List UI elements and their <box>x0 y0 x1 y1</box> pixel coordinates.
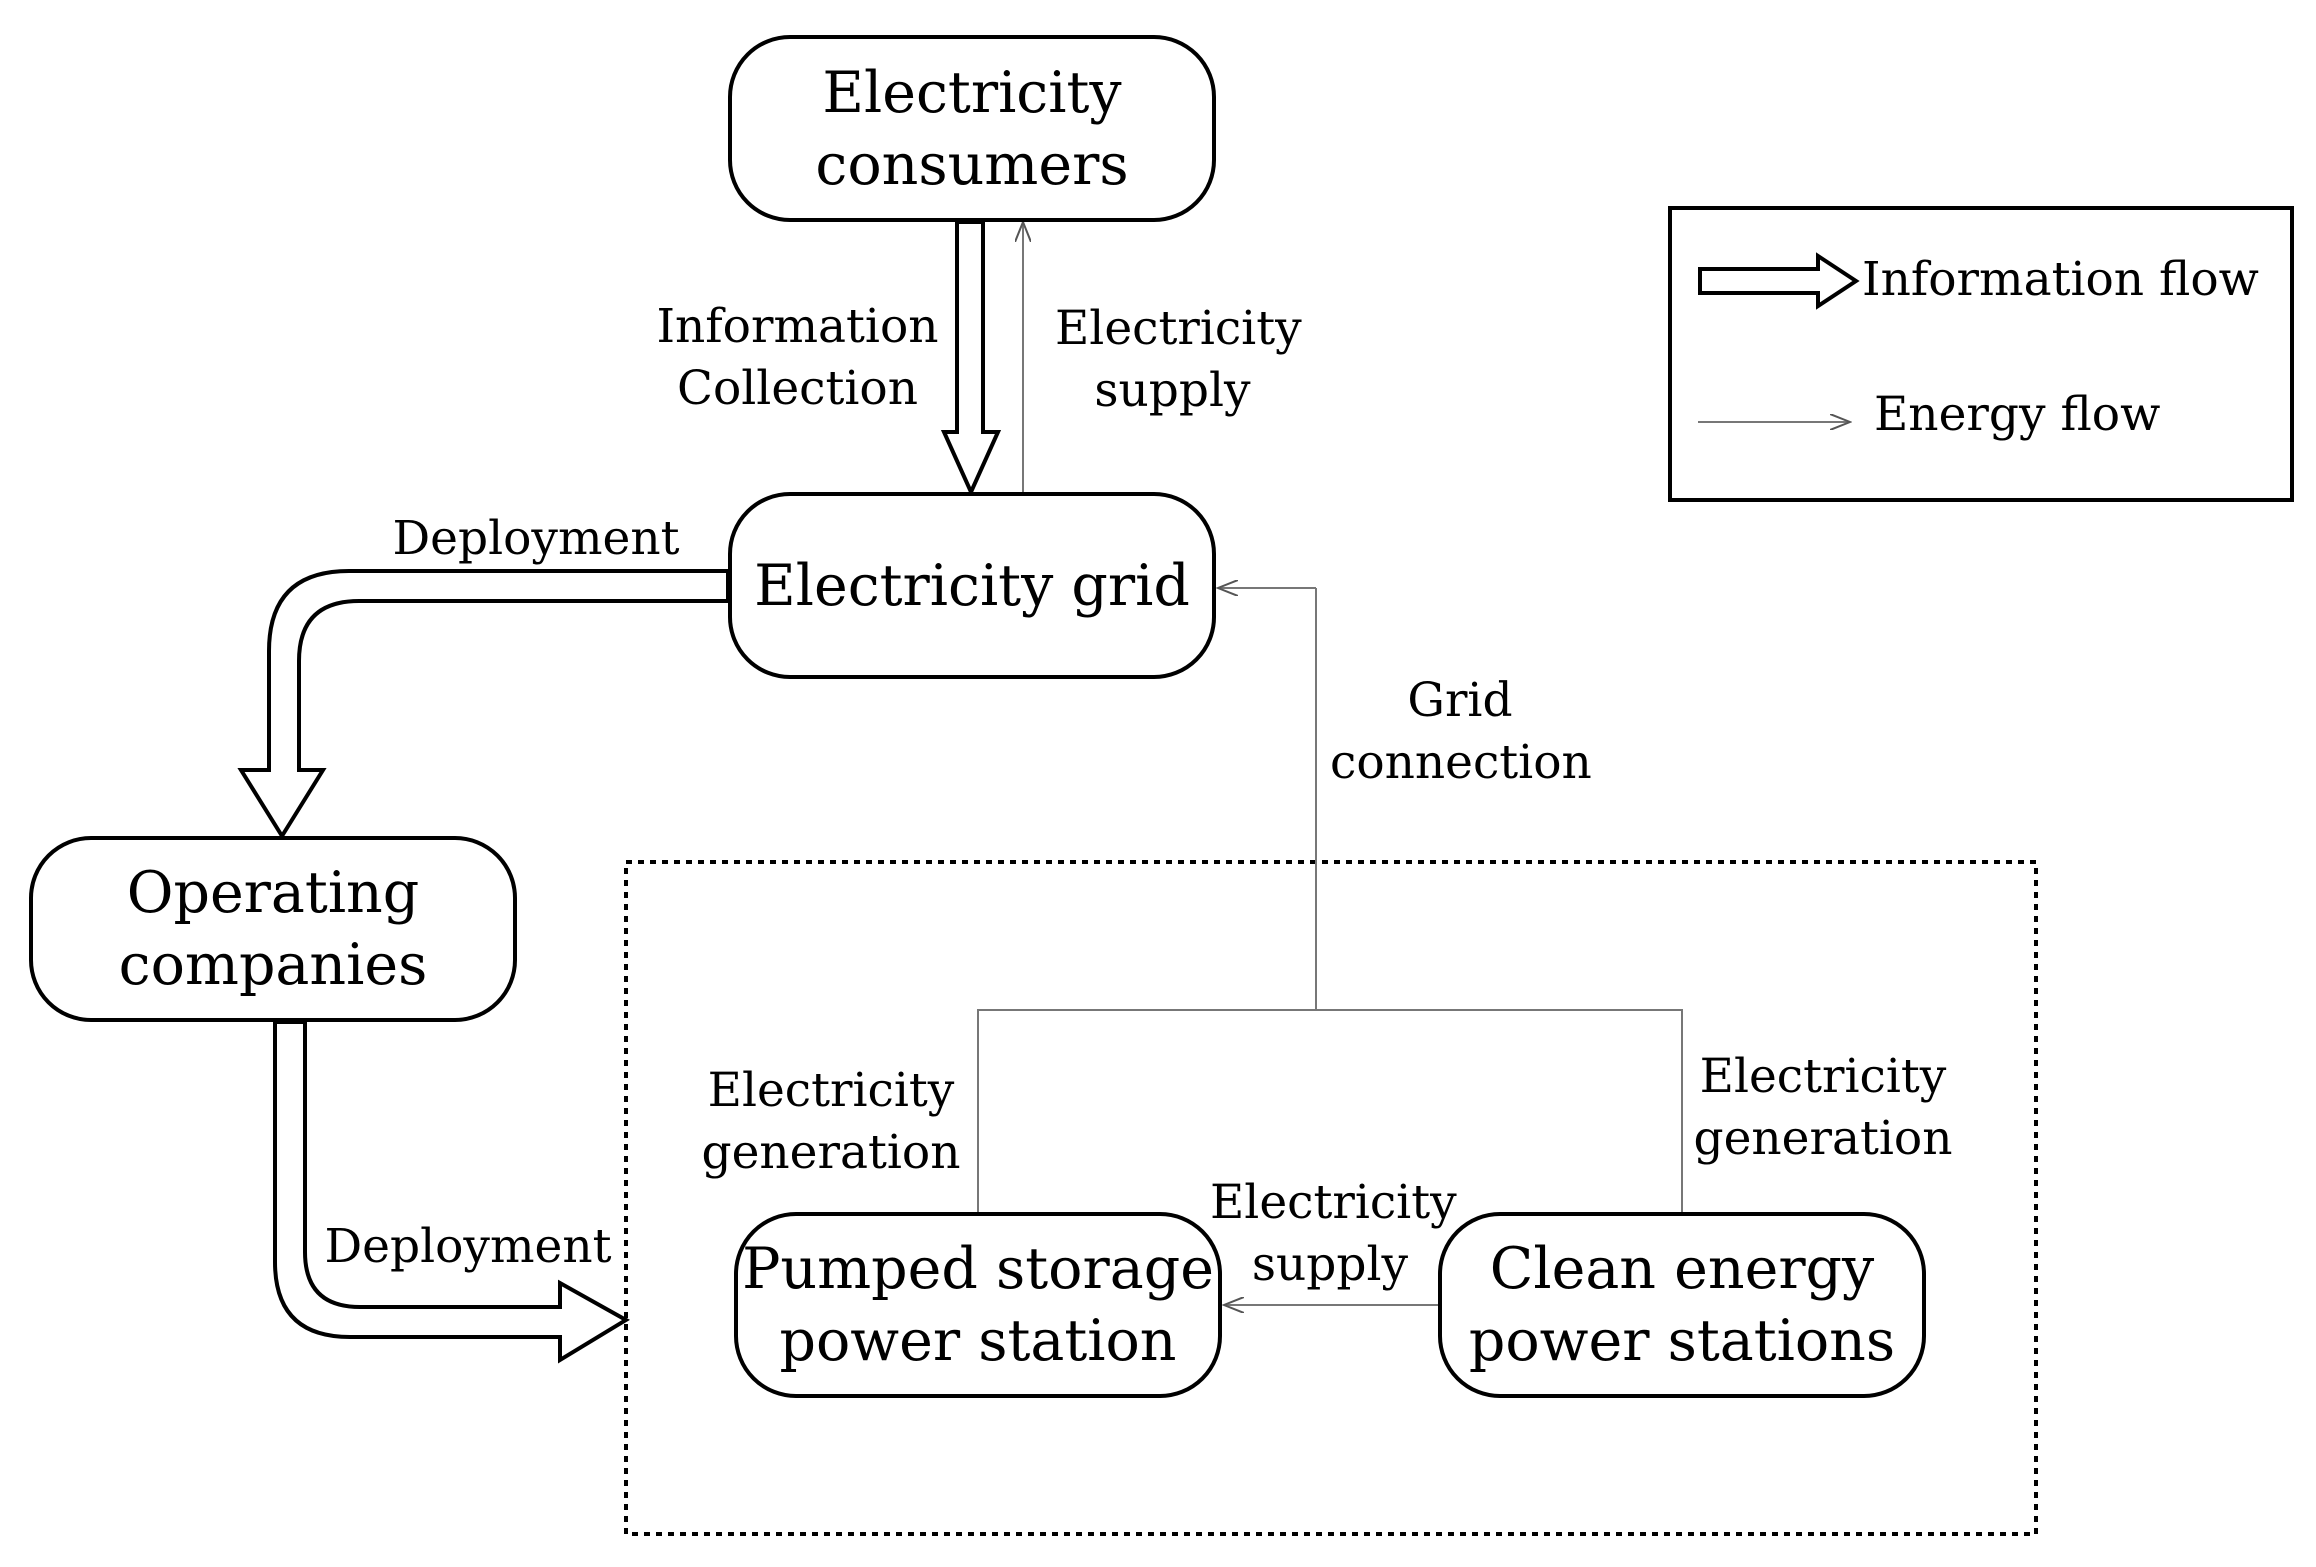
label-grid-connection-line-2: connection <box>1330 735 1592 790</box>
label-electricity-generation-left: Electricity generation <box>700 1060 962 1184</box>
label-information-collection-line-1: Information <box>656 299 939 354</box>
label-electricity-supply-pumped: Electricity supply <box>1210 1172 1457 1296</box>
label-electricity-supply-pumped-line-2: supply <box>1251 1237 1409 1292</box>
label-information-collection-line-2: Collection <box>677 361 918 416</box>
label-deployment-top: Deployment <box>386 508 686 570</box>
label-electricity-supply-consumers: Electricity supply <box>1055 298 1302 422</box>
node-electricity-consumers-line-1: Electricity <box>822 59 1122 126</box>
info-arrow-operators-to-stations <box>273 1020 630 1364</box>
stations-enclosure <box>624 860 2038 1536</box>
label-electricity-supply-consumers-line-1: Electricity <box>1055 301 1302 356</box>
label-electricity-generation-right-line-2: generation <box>1693 1111 1953 1166</box>
node-clean-energy-line-2: power stations <box>1468 1308 1896 1374</box>
node-clean-energy-line-1: Clean energy <box>1489 1236 1875 1302</box>
legend-information-flow-label: Information flow <box>1862 252 2259 307</box>
label-deployment-top-line-1: Deployment <box>392 511 680 566</box>
label-information-collection: Information Collection <box>650 296 945 420</box>
node-electricity-consumers-line-2: consumers <box>815 131 1129 198</box>
legend-energy-flow-label: Energy flow <box>1874 387 2161 442</box>
node-pumped-storage-power-station: Pumped storage power station <box>734 1212 1222 1398</box>
node-clean-energy-power-stations: Clean energy power stations <box>1438 1212 1926 1398</box>
label-deployment-bottom: Deployment <box>318 1216 618 1278</box>
label-electricity-generation-right-line-1: Electricity <box>1699 1049 1947 1104</box>
legend <box>1668 206 2294 502</box>
label-electricity-supply-consumers-line-2: supply <box>1094 363 1251 418</box>
label-electricity-generation-right: Electricity generation <box>1692 1046 1954 1170</box>
node-electricity-grid: Electricity grid <box>728 492 1216 679</box>
node-pumped-storage-line-1: Pumped storage <box>742 1236 1214 1302</box>
node-operating-companies-line-2: companies <box>118 932 428 998</box>
label-deployment-bottom-line-1: Deployment <box>324 1219 612 1274</box>
label-grid-connection-line-1: Grid <box>1407 673 1513 728</box>
info-arrow-grid-to-operators <box>237 569 730 840</box>
label-electricity-generation-left-line-1: Electricity <box>707 1063 955 1118</box>
label-grid-connection: Grid connection <box>1330 670 1592 794</box>
node-electricity-consumers: Electricity consumers <box>728 35 1216 222</box>
energy-line-generation-network <box>977 1009 1683 1212</box>
info-arrow-consumers-to-grid <box>940 220 1002 497</box>
node-electricity-grid-line-1: Electricity grid <box>754 552 1190 619</box>
node-operating-companies-line-1: Operating <box>126 860 420 926</box>
node-pumped-storage-line-2: power station <box>779 1308 1177 1374</box>
label-electricity-supply-pumped-line-1: Electricity <box>1210 1175 1457 1230</box>
label-electricity-generation-left-line-2: generation <box>701 1125 961 1180</box>
node-operating-companies: Operating companies <box>29 836 517 1022</box>
legend-information-flow-symbol <box>1698 252 1860 310</box>
